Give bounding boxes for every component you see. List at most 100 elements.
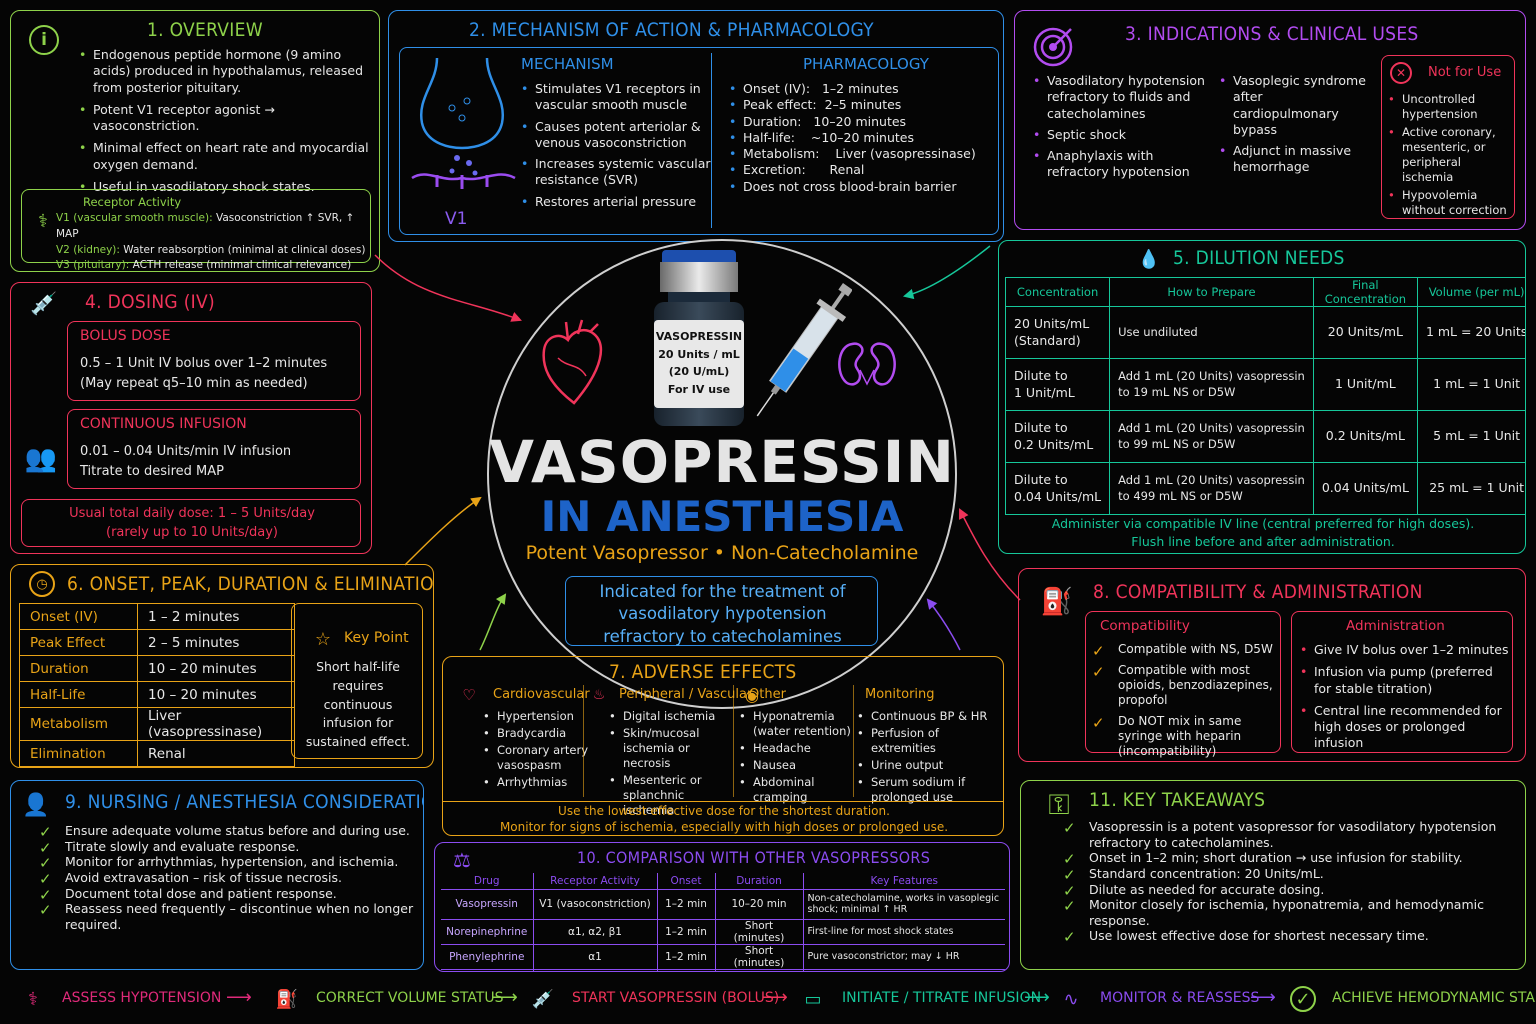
adverse-footer-line: Monitor for signs of ischemia, especiall… <box>499 820 949 835</box>
iv-bag-icon: ⛽ <box>275 988 299 1010</box>
adverse-divider <box>853 685 854 797</box>
receptor-text: Water reabsorption (minimal at clinical … <box>119 243 366 256</box>
dilution-cell: 0.2 Units/mL <box>1312 410 1418 463</box>
dilution-cell: 0.04 Units/mL <box>1312 462 1418 515</box>
onset-label: Duration <box>19 655 138 682</box>
adverse-item: Hypertension <box>483 709 603 724</box>
vascular-icon: ♨ <box>592 687 606 703</box>
dilution-cell: 20 Units/mL <box>1312 306 1418 359</box>
dilution-note-line: Administer via compatible IV line (centr… <box>1051 516 1475 531</box>
adverse-item: Continuous BP & HR <box>857 709 993 724</box>
mechanism-list: Stimulates V1 receptors in vascular smoo… <box>521 81 711 215</box>
dilution-cell: 1 mL = 1 Unit <box>1416 358 1525 411</box>
onset-label: Elimination <box>19 740 138 767</box>
daily-dose-line: (rarely up to 10 Units/day) <box>106 524 278 540</box>
compatibility-box: Compatibility Compatible with NS, D5WCom… <box>1085 611 1281 758</box>
main-tagline: Potent Vasopressor • Non-Catecholamine <box>525 542 919 564</box>
nursing-title: 9. NURSING / ANESTHESIA CONSIDERATIONS <box>65 791 424 813</box>
workflow-arrow: ⟶ <box>1024 987 1050 1008</box>
dilution-cell: Dilute to 1 Unit/mL <box>1004 358 1111 411</box>
indication-item: Anaphylaxis with refractory hypotension <box>1033 148 1213 181</box>
pharmacology-heading: PHARMACOLOGY <box>803 55 929 73</box>
pharmacology-item: Half-life: ~10–20 minutes <box>729 130 993 147</box>
comparison-cell: Norepinephrine <box>441 919 534 945</box>
adverse-item: Urine output <box>857 758 993 773</box>
comparison-cell: Non-catecholamine, works in vasoplegic s… <box>803 889 1005 920</box>
daily-dose-text: Usual total daily dose: 1 – 5 Units/day(… <box>22 505 362 543</box>
adverse-footer: Use the lowest effective dose for the sh… <box>443 803 1003 835</box>
indications-list-1: Vasodilatory hypotension refractory to f… <box>1033 73 1213 186</box>
nursing-item: Reassess need frequently – discontinue w… <box>39 901 419 932</box>
mechanism-panel: 2. MECHANISM OF ACTION & PHARMACOLOGY V1… <box>388 10 1004 242</box>
compatibility-item: Do NOT mix in same syringe with heparin … <box>1092 714 1280 759</box>
nursing-list: Ensure adequate volume status before and… <box>39 823 419 932</box>
adverse-item: Coronary artery vasospasm <box>483 743 603 773</box>
workflow-step: START VASOPRESSIN (BOLUS) <box>572 990 780 1006</box>
mechanism-heading: MECHANISM <box>521 55 614 73</box>
comparison-cell: Less potent; increases HR & CO <box>803 969 1005 971</box>
heart-rate-icon: ∿ <box>1063 988 1079 1010</box>
nurse-icon: 👤 <box>22 792 50 818</box>
receptor-text: Vasoconstriction ↑ SVR, ↑ MAP <box>56 212 355 240</box>
adverse-title: 7. ADVERSE EFFECTS <box>609 661 797 683</box>
comparison-header: Onset <box>657 873 716 890</box>
indication-item: Vasodilatory hypotension refractory to f… <box>1033 73 1213 122</box>
indication-box-line: Indicated for the treatment of <box>599 582 846 601</box>
receptor-text: ACTH release (minimal clinical relevance… <box>129 259 352 272</box>
workflow-step: ACHIEVE HEMODYNAMIC STABILITY <box>1332 990 1536 1006</box>
dilution-cell: 5 mL = 1 Unit <box>1416 410 1525 463</box>
onset-value: 10 – 20 minutes <box>137 681 295 708</box>
compat-panel: ⛽ 8. COMPATIBILITY & ADMINISTRATION Comp… <box>1018 568 1526 762</box>
takeaway-item: Onset in 1–2 min; short duration → use i… <box>1063 850 1519 868</box>
dilution-cell: Add 1 mL (20 Units) vasopressin to 499 m… <box>1109 462 1314 515</box>
infusion-line: 0.01 – 0.04 Units/min IV infusion <box>80 444 292 459</box>
indication-item: Septic shock <box>1033 127 1213 144</box>
dilution-cell: Dilute to 0.2 Units/mL <box>1004 410 1111 463</box>
workflow-arrow: ⟶ <box>492 987 518 1008</box>
kidney-icon <box>838 342 896 386</box>
infusion-line: Titrate to desired MAP <box>80 464 224 480</box>
nursing-panel: 👤 9. NURSING / ANESTHESIA CONSIDERATIONS… <box>10 780 424 970</box>
syringe-icon: 💉 <box>531 988 555 1010</box>
nursing-item: Document total dose and patient response… <box>39 886 419 904</box>
not-for-use-list: Uncontrolled hypertensionActive coronary… <box>1388 92 1514 221</box>
daily-dose-box: Usual total daily dose: 1 – 5 Units/day(… <box>21 499 361 547</box>
administration-box: Administration Give IV bolus over 1–2 mi… <box>1291 611 1513 753</box>
indications-title: 3. INDICATIONS & CLINICAL USES <box>1125 23 1419 45</box>
adverse-item: Perfusion of extremities <box>857 726 993 756</box>
takeaways-title: 11. KEY TAKEAWAYS <box>1089 789 1266 811</box>
overview-bullet: Useful in vasodilatory shock states. <box>79 179 375 196</box>
dilution-title: 5. DILUTION NEEDS <box>1173 247 1345 269</box>
dilution-cell: 1 Unit/mL <box>1312 358 1418 411</box>
bolus-text: 0.5 – 1 Unit IV bolus over 1–2 minutes(M… <box>80 354 327 394</box>
takeaways-list: Vasopressin is a potent vasopressor for … <box>1063 819 1519 947</box>
dilution-cell: Use undiluted <box>1109 306 1314 359</box>
indication-item: Vasoplegic syndrome after cardiopulmonar… <box>1219 73 1369 138</box>
receptor-list: V1 (vascular smooth muscle): Vasoconstri… <box>56 211 370 272</box>
comparison-cell: 1–2 min <box>657 919 716 945</box>
dilution-header: How to Prepare <box>1109 277 1314 307</box>
indication-item: Adjunct in massive hemorrhage <box>1219 143 1369 176</box>
v1-label: V1 <box>445 209 468 229</box>
comparison-cell: Pure vasoconstrictor; may ↓ HR <box>803 944 1005 970</box>
adverse-list: Digital ischemiaSkin/mucosal ischemia or… <box>609 709 733 820</box>
eye-icon: ◉ <box>745 685 759 705</box>
overview-bullet: Minimal effect on heart rate and myocard… <box>79 140 375 173</box>
syringe-illustration <box>756 283 852 417</box>
dilution-cell: Add 1 mL (20 Units) vasopressin to 19 mL… <box>1109 358 1314 411</box>
adverse-item: Serum sodium if prolonged use <box>857 775 993 805</box>
takeaways-panel: ⚿ 11. KEY TAKEAWAYS Vasopressin is a pot… <box>1020 780 1526 970</box>
main-title: VASOPRESSIN <box>489 428 955 496</box>
bolus-line: 0.5 – 1 Unit IV bolus over 1–2 minutes <box>80 356 328 371</box>
workflow-arrow: ⟶ <box>1250 987 1276 1008</box>
